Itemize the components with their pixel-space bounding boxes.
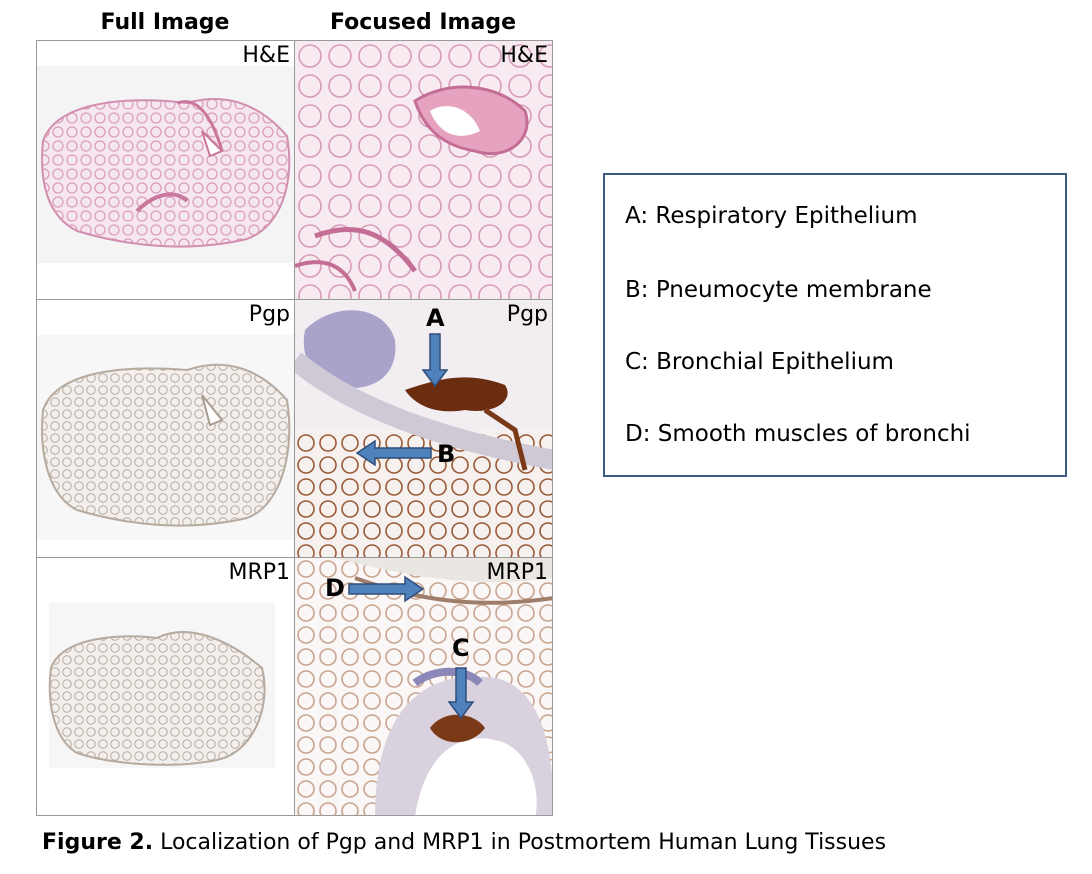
pgp-full-image: Pgp: [36, 299, 295, 558]
marker-a: A: [426, 304, 445, 332]
he-full-label: H&E: [242, 43, 290, 68]
column-header-full: Full Image: [100, 10, 230, 35]
pgp-focused-image: Pgp A B: [294, 299, 553, 558]
pgp-full-label: Pgp: [248, 302, 290, 327]
legend-item-a: A: Respiratory Epithelium: [625, 203, 918, 229]
he-focused-image: H&E: [294, 40, 553, 300]
figure-caption: Figure 2. Localization of Pgp and MRP1 i…: [42, 830, 886, 855]
legend-item-c: C: Bronchial Epithelium: [625, 349, 894, 375]
caption-label: Figure 2.: [42, 830, 154, 855]
marker-c: C: [452, 634, 470, 662]
marker-d: D: [325, 574, 345, 602]
legend-item-b: B: Pneumocyte membrane: [625, 277, 932, 303]
he-full-image: H&E: [36, 40, 295, 300]
caption-text: Localization of Pgp and MRP1 in Postmort…: [153, 830, 887, 855]
mrp1-focused-image: MRP1 D C: [294, 557, 553, 816]
mrp1-full-label: MRP1: [228, 560, 290, 585]
pgp-focused-label: Pgp: [506, 302, 548, 327]
mrp1-full-image: MRP1: [36, 557, 295, 816]
legend-item-d: D: Smooth muscles of bronchi: [625, 421, 971, 447]
arrow-d-icon: [348, 575, 475, 720]
marker-b: B: [437, 440, 456, 468]
mrp1-focused-label: MRP1: [486, 560, 548, 585]
legend-box: A: Respiratory Epithelium B: Pneumocyte …: [603, 173, 1067, 477]
arrow-a-icon: [355, 333, 449, 467]
he-focused-label: H&E: [500, 43, 548, 68]
column-header-focused: Focused Image: [329, 10, 516, 35]
